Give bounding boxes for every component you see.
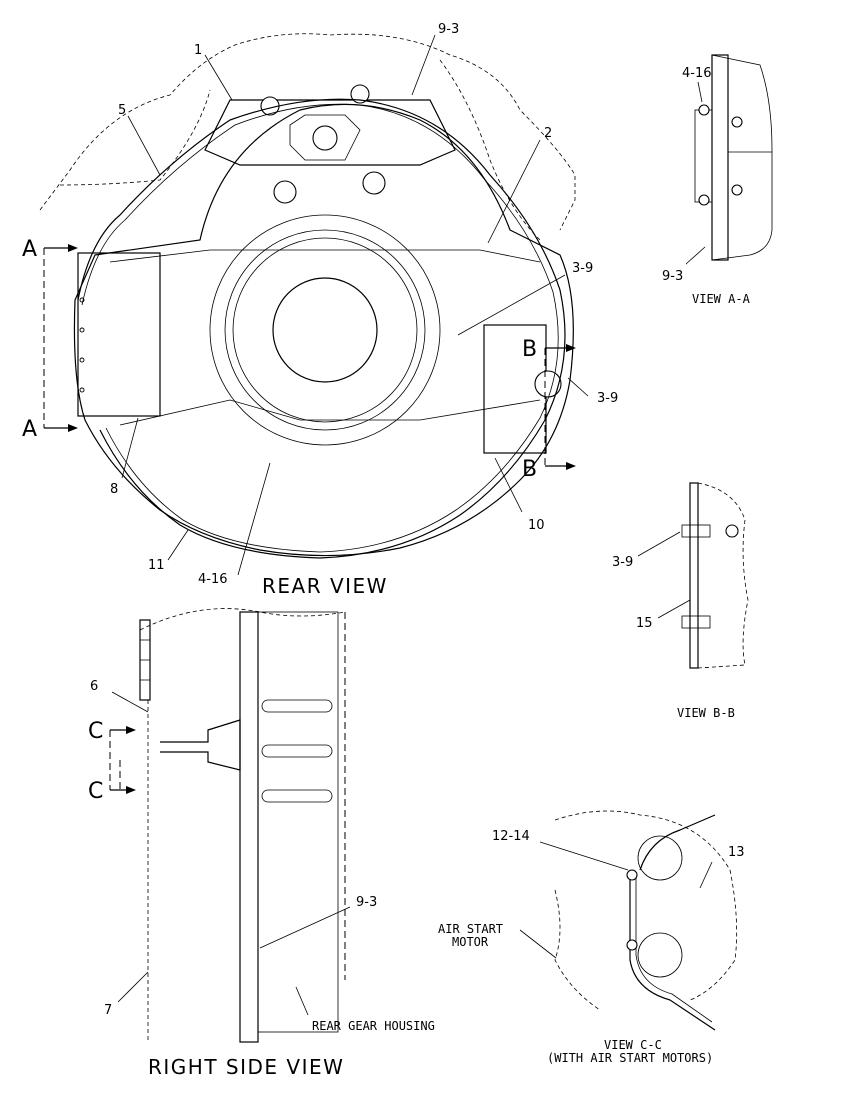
- section-mark-b-bottom: B: [522, 457, 537, 482]
- rear-gear-housing-label: REAR GEAR HOUSING: [312, 1019, 435, 1033]
- air-start-motor-label-line1: AIR START: [438, 922, 503, 936]
- callout-rear-3-9-upper: 3-9: [572, 261, 593, 276]
- section-mark-a-bottom: A: [22, 417, 37, 442]
- callout-bb-3-9: 3-9: [612, 555, 633, 570]
- section-mark-b-top: B: [522, 337, 537, 362]
- view-bb-drawing: [681, 482, 749, 669]
- callout-cc-13: 13: [728, 845, 745, 860]
- callout-bb-15: 15: [636, 616, 653, 631]
- section-mark-a-top: A: [22, 237, 37, 262]
- section-mark-c-top: C: [88, 719, 103, 744]
- callout-cc-12-14: 12-14: [492, 829, 530, 844]
- callout-aa-9-3: 9-3: [662, 269, 683, 284]
- callout-rear-4-16: 4-16: [198, 572, 228, 587]
- callout-side-9-3: 9-3: [356, 895, 377, 910]
- section-mark-c-bottom: C: [88, 779, 103, 804]
- view-aa-title: VIEW A-A: [692, 292, 751, 306]
- callout-side-6: 6: [90, 679, 98, 694]
- callout-rear-11: 11: [148, 558, 165, 573]
- callout-rear-10: 10: [528, 518, 545, 533]
- callout-rear-8: 8: [110, 482, 118, 497]
- callout-aa-4-16: 4-16: [682, 66, 712, 81]
- right-side-view-title: RIGHT SIDE VIEW: [148, 1055, 344, 1079]
- view-cc-drawing: [554, 810, 738, 1031]
- view-bb-title: VIEW B-B: [677, 706, 735, 720]
- air-start-motor-label-line2: MOTOR: [452, 935, 489, 949]
- rear-view-drawing: [39, 33, 576, 559]
- callout-rear-5: 5: [118, 103, 126, 118]
- callout-rear-2: 2: [544, 126, 552, 141]
- callout-rear-1: 1: [194, 43, 202, 58]
- view-cc-title: VIEW C-C: [604, 1038, 662, 1052]
- callout-rear-3-9-lower: 3-9: [597, 391, 618, 406]
- rear-view-title: REAR VIEW: [262, 574, 388, 598]
- view-aa-drawing: [694, 54, 773, 261]
- section-cut-lines: [43, 244, 576, 794]
- leader-lines: [111, 34, 713, 1016]
- view-cc-subtitle: (WITH AIR START MOTORS): [547, 1051, 713, 1065]
- right-side-view-drawing: [119, 608, 346, 1043]
- callout-rear-9-3: 9-3: [438, 22, 459, 37]
- callout-side-7: 7: [104, 1003, 112, 1018]
